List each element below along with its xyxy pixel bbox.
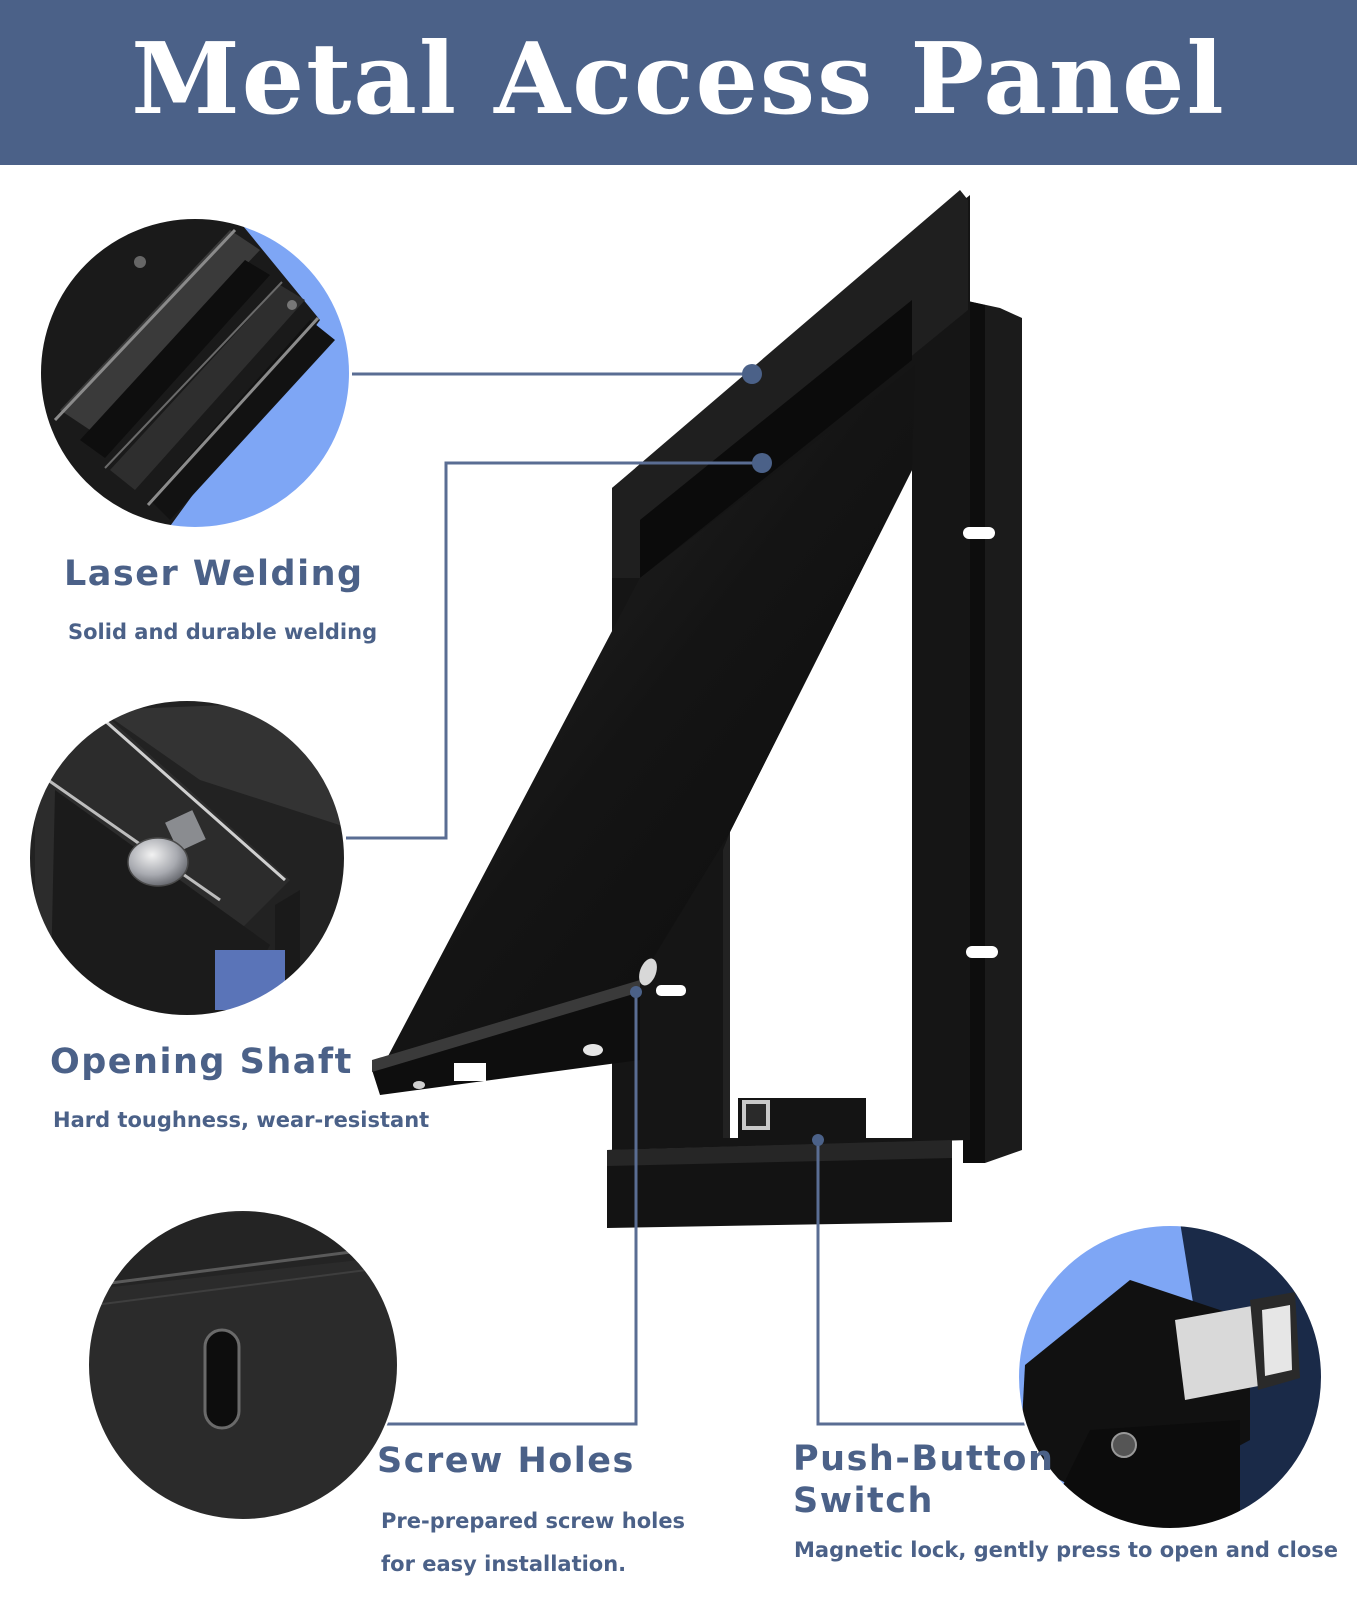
detail-frame-push-button-switch	[1017, 1224, 1323, 1530]
access-panel-image	[372, 190, 1022, 1228]
callout-dot-opening-shaft	[752, 453, 772, 473]
feature-desc-opening-shaft: Hard toughness, wear-resistant	[53, 1108, 430, 1132]
feature-title-screw-holes: Screw Holes	[377, 1441, 635, 1481]
feature-title-push-button-line-2: Switch	[793, 1481, 934, 1521]
callout-dot-screw-holes	[630, 986, 642, 998]
feature-title-laser-welding: Laser Welding	[64, 554, 364, 594]
callout-line-screw-holes	[385, 992, 638, 1426]
feature-desc-push-button-switch: Magnetic lock, gently press to open and …	[794, 1538, 1339, 1562]
callout-dot-push-button	[812, 1134, 824, 1146]
title-banner: Metal Access Panel	[0, 0, 1357, 165]
detail-image-laser-welding	[40, 218, 350, 528]
page-title: Metal Access Panel	[131, 21, 1226, 137]
feature-desc-laser-welding: Solid and durable welding	[68, 620, 378, 644]
feature-title-opening-shaft: Opening Shaft	[50, 1042, 353, 1082]
detail-image-opening-shaft	[29, 700, 345, 1016]
callout-dot-laser-welding	[742, 364, 762, 384]
detail-image-push-button-switch	[1018, 1225, 1322, 1529]
detail-frame-opening-shaft	[28, 699, 346, 1017]
detail-image-screw-holes	[88, 1210, 398, 1520]
callout-line-push-button	[816, 1140, 1028, 1426]
feature-desc-screw-holes-line-2: for easy installation.	[381, 1552, 627, 1576]
detail-frame-laser-welding	[39, 217, 351, 529]
detail-frame-screw-holes	[87, 1209, 399, 1521]
feature-desc-screw-holes-line-1: Pre-prepared screw holes	[381, 1509, 686, 1533]
callout-line-opening-shaft	[346, 461, 762, 840]
callout-lines	[346, 372, 1028, 1426]
feature-title-push-button-line-1: Push-Button	[793, 1439, 1055, 1479]
